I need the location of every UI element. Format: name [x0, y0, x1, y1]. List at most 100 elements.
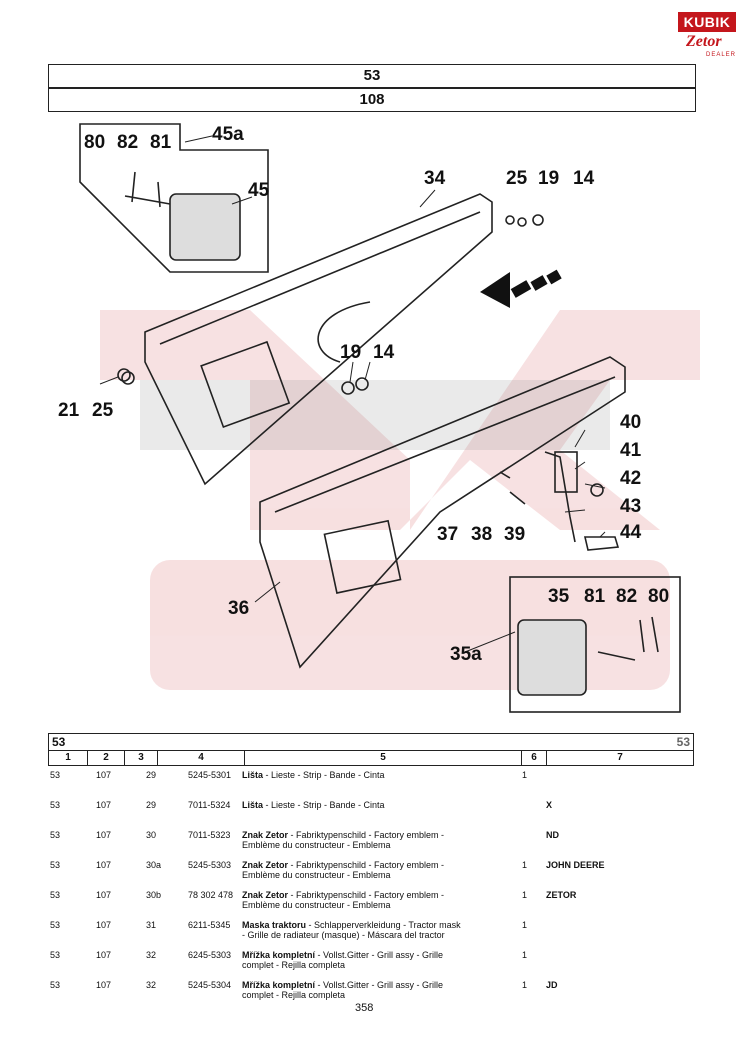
part-name: Znak Zetor: [242, 830, 289, 840]
part-description: - Fabriktypenschild - Factory emblem -: [288, 830, 445, 840]
label-19a: 19: [538, 168, 560, 189]
section-header: 108: [48, 88, 696, 112]
washer-19b: [517, 217, 527, 227]
cell-section: 107: [96, 920, 112, 930]
cell-description: Mřížka kompletní - Vollst.Gitter - Grill…: [242, 950, 532, 970]
bracket-43: [544, 451, 576, 543]
direction-arrow: [480, 269, 562, 308]
table-group-right: 53: [676, 735, 690, 749]
part-description: - Schlapperverkleidung - Tractor mask: [306, 920, 461, 930]
cell-quantity: 1: [522, 950, 528, 960]
label-45: 45: [248, 180, 270, 201]
kubik-zetor-logo: KUBIK Zetor DEALER: [678, 12, 736, 60]
lower-side-panel: [259, 356, 626, 669]
cell-part-number: 7011-5323: [188, 830, 231, 840]
label-37: 37: [437, 524, 459, 545]
washer-25: [505, 215, 515, 225]
label-35a: 35a: [450, 644, 482, 665]
part-name: Znak Zetor: [242, 890, 289, 900]
label-80b: 80: [648, 586, 670, 607]
page-number: 358: [355, 1002, 374, 1014]
column-header-1: 1: [49, 751, 88, 765]
part-description: - Fabriktypenschild - Factory emblem -: [288, 860, 445, 870]
label-39: 39: [504, 524, 526, 545]
column-header-7: 7: [617, 752, 623, 763]
cell-group: 53: [50, 980, 61, 990]
cell-note: JOHN DEERE: [546, 860, 605, 870]
table-column-headers: 1 2 3 4 5 6 7: [48, 750, 694, 766]
upper-panel-window: [200, 340, 291, 429]
part-description-line2: Emblème du constructeur - Emblema: [242, 870, 391, 880]
label-14b: 14: [373, 342, 395, 363]
label-34: 34: [424, 168, 446, 189]
cell-part-number: 5245-5304: [188, 980, 232, 990]
cell-part-number: 78 302 478: [188, 890, 234, 900]
part-name: Znak Zetor: [242, 860, 289, 870]
part-description: - Lieste - Strip - Bande - Cinta: [263, 770, 385, 780]
grille-45: [169, 193, 241, 261]
part-description-line2: - Grille de radiateur (masque) - Máscara…: [242, 930, 445, 940]
label-25b: 25: [92, 400, 114, 421]
logo-sub: Zetor: [686, 33, 722, 50]
diagram-drawing: [79, 123, 681, 713]
part-description: - Vollst.Gitter - Grill assy - Grille: [315, 950, 444, 960]
label-19b: 19: [340, 342, 362, 363]
cell-section: 107: [96, 890, 112, 900]
cell-group: 53: [50, 890, 61, 900]
bolt-37-38-39: [499, 471, 526, 505]
lower-panel-window: [323, 519, 402, 594]
part-name: Mřížka kompletní: [242, 980, 316, 990]
cell-note: ND: [546, 830, 559, 840]
part-name: Maska traktoru: [242, 920, 307, 930]
cell-quantity: 1: [522, 980, 528, 990]
parts-diagram: 80 82 81 45a 45 34 25 19 14 19 14 21 25 …: [40, 112, 700, 722]
cell-position: 29: [146, 800, 157, 810]
cell-group: 53: [50, 830, 61, 840]
cell-group: 53: [50, 800, 61, 810]
label-80a: 80: [84, 132, 106, 153]
cell-position: 30: [146, 830, 157, 840]
label-44: 44: [620, 522, 642, 543]
logo-dealer: DEALER: [706, 52, 737, 58]
part-name: Lišta: [242, 770, 264, 780]
part-name: Lišta: [242, 800, 264, 810]
part-name: Mřížka kompletní: [242, 950, 316, 960]
cell-note: ZETOR: [546, 890, 577, 900]
cell-description: Lišta - Lieste - Strip - Bande - Cinta: [242, 770, 532, 780]
cell-part-number: 5245-5303: [188, 860, 232, 870]
label-21: 21: [58, 400, 80, 421]
cell-section: 107: [96, 770, 112, 780]
label-35: 35: [548, 586, 570, 607]
cell-quantity: 1: [522, 770, 528, 780]
cell-part-number: 5245-5301: [188, 770, 232, 780]
label-82a: 82: [117, 132, 139, 153]
cell-group: 53: [50, 950, 61, 960]
label-45a: 45a: [212, 124, 244, 145]
bolt-21: [117, 368, 131, 382]
part-description: - Fabriktypenschild - Factory emblem -: [288, 890, 445, 900]
inset-45a-frame: [79, 123, 269, 273]
table-group-left: 53: [52, 735, 66, 749]
bracket-41: [554, 451, 578, 493]
cell-description: Maska traktoru - Schlapperverkleidung - …: [242, 920, 532, 940]
cell-group: 53: [50, 860, 61, 870]
part-description-line2: complet - Rejilla completa: [242, 990, 346, 1000]
column-header-2: 2: [88, 751, 125, 765]
cell-description: Mřížka kompletní - Vollst.Gitter - Grill…: [242, 980, 532, 1000]
label-14a: 14: [573, 168, 595, 189]
inset-35a-frame: [509, 576, 681, 713]
logo-brand: KUBIK: [678, 12, 736, 32]
label-40: 40: [620, 412, 642, 433]
pad-44: [583, 536, 620, 551]
cell-note: X: [546, 800, 553, 810]
cell-quantity: 1: [522, 860, 528, 870]
cell-position: 31: [146, 920, 157, 930]
cell-part-number: 6245-5303: [188, 950, 232, 960]
cell-description: Znak Zetor - Fabriktypenschild - Factory…: [242, 830, 532, 850]
